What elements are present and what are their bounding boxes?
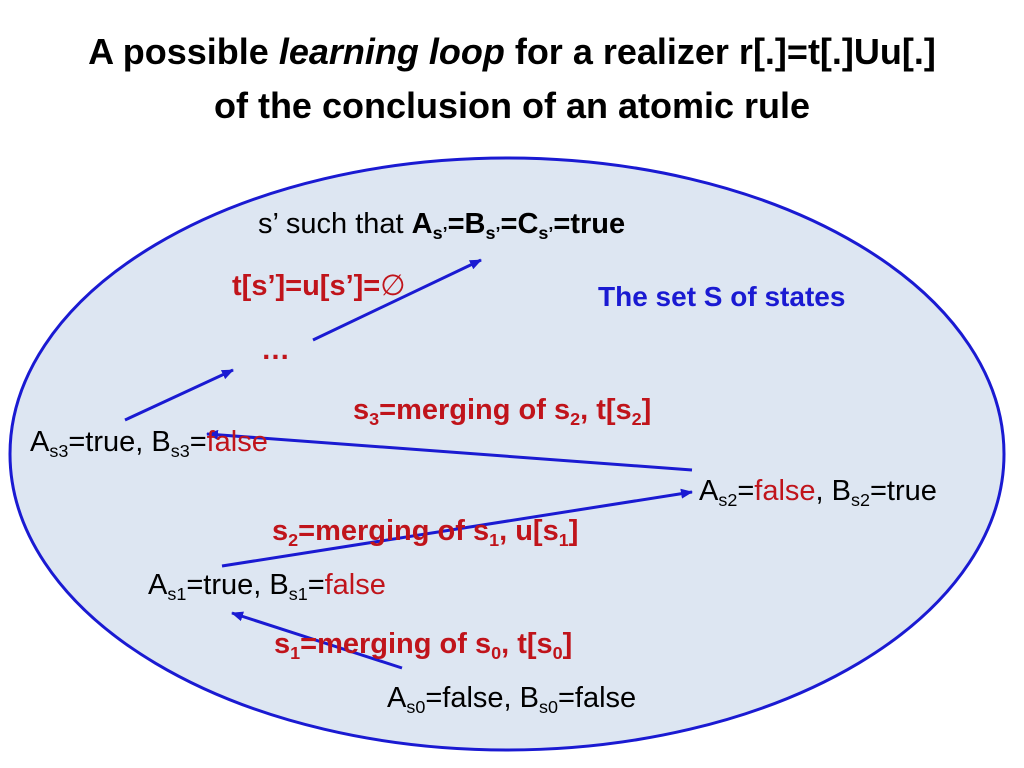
final-state-label: s’ such that As’=Bs’=Cs’=true [258,208,626,243]
state-set-ellipse [8,156,1006,752]
arrow-ellipsis-to-final [312,258,482,342]
empty-realizer-label: t[s’]=u[s’]=∅ [232,270,406,302]
arrow-s0-to-s1 [231,611,403,670]
ellipsis-label: … [261,334,290,366]
arrow-s2-to-s3 [206,429,693,472]
page-subtitle: of the conclusion of an atomic rule [213,85,811,126]
merge-s2-label: s2=merging of s1, u[s1] [272,515,579,550]
state-s3-label: As3=true, Bs3=false [30,426,268,461]
state-s0-label: As0=false, Bs0=false [387,682,637,717]
arrow-s1-to-s2 [221,488,693,568]
state-s2-label: As2=false, Bs2=true [699,475,937,510]
set-label: The set S of states [598,281,846,312]
merge-s3-label: s3=merging of s2, t[s2] [353,394,652,429]
state-s1-label: As1=true, Bs1=false [148,569,386,604]
page-title: A possible learning loop for a realizer … [88,31,936,72]
arrow-s3-to-ellipsis [124,368,234,422]
merge-s1-label: s1=merging of s0, t[s0] [274,628,573,663]
